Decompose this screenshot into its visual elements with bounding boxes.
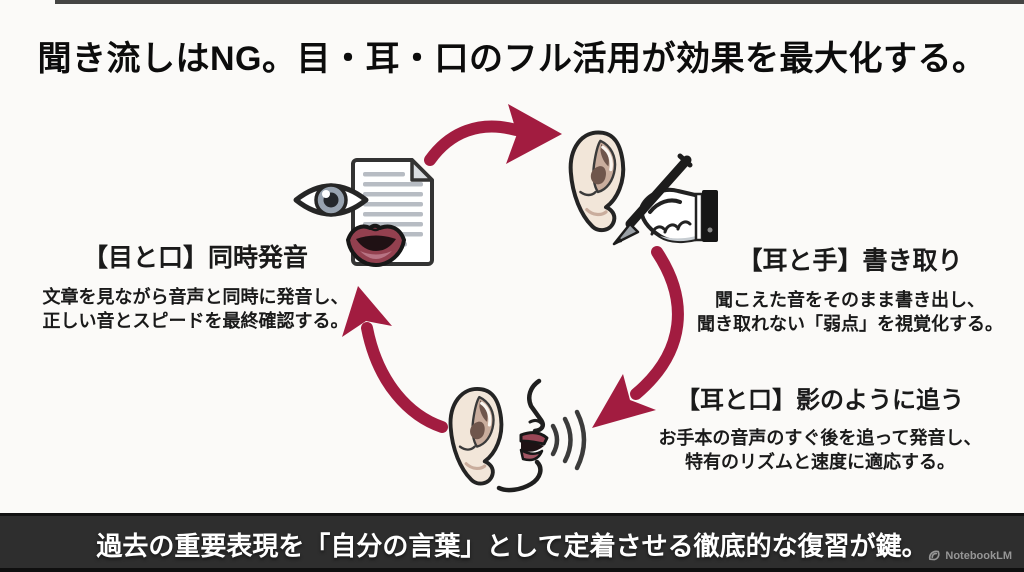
- step-ear-hand: 【耳と手】書き取り 聞こえた音をそのまま書き出し、 聞き取れない「弱点」を視覚化…: [685, 241, 1015, 337]
- step-body-line: 特有のリズムと速度に適応する。: [685, 452, 955, 473]
- step-body-line: お手本の音声のすぐ後を追って発音し、: [658, 428, 982, 448]
- step-body-line: 聞こえた音をそのまま書き出し、: [715, 290, 985, 310]
- top-edge-artifact: [55, 0, 1024, 4]
- notebooklm-logo-icon: [929, 550, 941, 561]
- step-body-line: 文章を見ながら音声と同時に発音し、: [42, 287, 349, 307]
- eye-icon: [293, 183, 369, 217]
- arrow-reading-to-listening: [424, 104, 562, 166]
- step-heading: 【耳と口】影のように追う: [676, 387, 964, 414]
- step-body-line: 聞き取れない「弱点」を視覚化する。: [697, 314, 1003, 335]
- watermark-label: NotebookLM: [945, 549, 1012, 562]
- arrow-listening-to-shadowing: [592, 246, 684, 428]
- lips-icon: [346, 223, 406, 267]
- step-heading: 【耳と手】書き取り: [737, 247, 963, 275]
- step-eye-mouth: 【目と口】同時発音 文章を見ながら音声と同時に発音し、 正しい音とスピードを最終…: [28, 238, 363, 334]
- notebooklm-watermark: NotebookLM: [928, 549, 1012, 562]
- hand-pen-icon: [612, 153, 718, 246]
- footer-bar: 過去の重要表現を「自分の言葉」として定着させる徹底的な復習が鍵。 Noteboo…: [0, 513, 1024, 572]
- step-ear-mouth: 【耳と口】影のように追う お手本の音声のすぐ後を追って発音し、 特有のリズムと速…: [650, 380, 990, 475]
- speaking-profile-icon: [496, 378, 587, 493]
- footer-message: 過去の重要表現を「自分の言葉」として定着させる徹底的な復習が鍵。: [96, 531, 928, 561]
- ear-icon: [448, 387, 504, 486]
- eye-document-lips-illustration: [293, 158, 434, 267]
- step-body-line: 正しい音とスピードを最終確認する。: [42, 311, 349, 332]
- cycle-arrows-layer: [342, 104, 684, 433]
- sound-waves-icon: [550, 409, 587, 471]
- slide-title: 聞き流しはNG。目・耳・口のフル活用が効果を最大化する。: [37, 40, 987, 78]
- arrow-shadowing-to-reading: [342, 286, 448, 433]
- step-heading: 【目と口】同時発音: [82, 244, 308, 272]
